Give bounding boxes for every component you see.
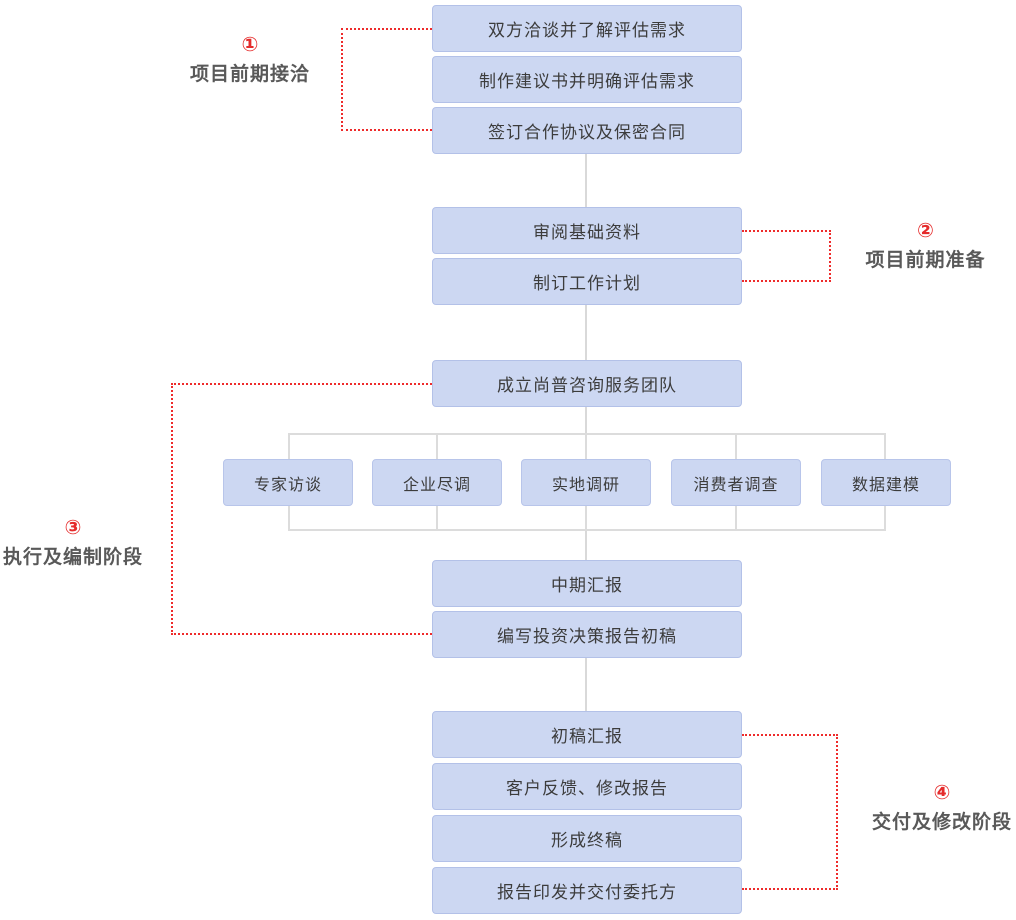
connector-line-2 <box>585 305 587 360</box>
phase-4-bracket <box>742 734 838 890</box>
box-draft-report: 编写投资决策报告初稿 <box>432 611 742 658</box>
box-expert-interview: 专家访谈 <box>223 459 353 506</box>
box-review-materials: 审阅基础资料 <box>432 207 742 254</box>
phase-1-label: 项目前期接洽 <box>189 64 310 85</box>
box-due-diligence: 企业尽调 <box>372 459 502 506</box>
box-initial-negotiation: 双方洽谈并了解评估需求 <box>432 5 742 52</box>
box-data-modeling: 数据建模 <box>821 459 951 506</box>
phase-1-bracket <box>341 28 432 131</box>
connector-line-3 <box>585 407 587 433</box>
phase-3-label-group: ③ 执行及编制阶段 <box>0 517 146 569</box>
box-report-delivery: 报告印发并交付委托方 <box>432 867 742 914</box>
box-field-research: 实地调研 <box>521 459 651 506</box>
phase-2-label-group: ② 项目前期准备 <box>843 220 1008 272</box>
phase-3-label: 执行及编制阶段 <box>2 547 143 568</box>
phase-2-label: 项目前期准备 <box>865 250 986 271</box>
connector-line-5 <box>585 658 587 711</box>
phase-3-number: ③ <box>64 517 82 539</box>
phase-2-bracket <box>742 230 831 282</box>
connector-line-4 <box>585 531 587 560</box>
box-work-plan: 制订工作计划 <box>432 258 742 305</box>
connector-line-1 <box>585 154 587 207</box>
phase-4-number: ④ <box>933 782 951 804</box>
box-consumer-survey: 消费者调查 <box>671 459 801 506</box>
box-draft-presentation: 初稿汇报 <box>432 711 742 758</box>
box-agreement-signing: 签订合作协议及保密合同 <box>432 107 742 154</box>
phase-2-number: ② <box>917 220 934 242</box>
box-client-feedback: 客户反馈、修改报告 <box>432 763 742 810</box>
box-midterm-report: 中期汇报 <box>432 560 742 607</box>
phase-1-number: ① <box>241 34 259 56</box>
phase-4-label: 交付及修改阶段 <box>871 812 1012 833</box>
phase-4-label-group: ④ 交付及修改阶段 <box>867 782 1016 834</box>
box-proposal: 制作建议书并明确评估需求 <box>432 56 742 103</box>
box-team-setup: 成立尚普咨询服务团队 <box>432 360 742 407</box>
box-final-draft: 形成终稿 <box>432 815 742 862</box>
phase-3-bracket <box>171 383 432 635</box>
phase-1-label-group: ① 项目前期接洽 <box>165 34 335 86</box>
